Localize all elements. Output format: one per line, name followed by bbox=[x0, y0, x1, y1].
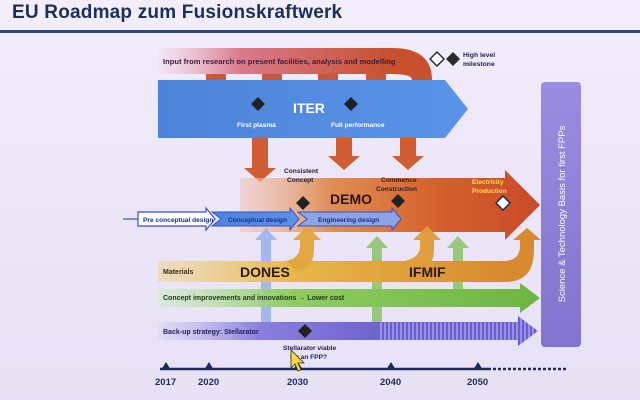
legend-line2: milestone bbox=[463, 61, 495, 68]
iter-label: ITER bbox=[293, 100, 325, 116]
demo-label: DEMO bbox=[330, 191, 372, 207]
electricity-production-milestone-icon bbox=[495, 195, 511, 211]
consistent-concept-line1: Consistent bbox=[284, 168, 319, 175]
timeline-label-2030: 2030 bbox=[287, 377, 308, 388]
tick-2050-icon bbox=[473, 362, 483, 370]
tick-2020-icon bbox=[204, 362, 214, 370]
commence-construction-milestone-icon bbox=[391, 194, 405, 208]
concept-improvements-label: Concept improvements and innovations → L… bbox=[163, 295, 345, 302]
engineering-design-label: Engineering design bbox=[318, 217, 379, 224]
concept-improvements-arrow bbox=[158, 283, 540, 313]
tick-2017-icon bbox=[161, 362, 171, 370]
iter-arrow bbox=[158, 80, 468, 138]
stellarator-note-line2: for an FPP? bbox=[290, 354, 327, 361]
timeline-label-2020: 2020 bbox=[198, 377, 219, 388]
materials-band bbox=[158, 226, 541, 282]
stellarator-band bbox=[158, 316, 538, 346]
mouse-cursor-icon bbox=[290, 349, 305, 372]
iter-to-demo-arrows bbox=[244, 138, 424, 182]
pre-conceptual-design-label: Pre conceptual design bbox=[143, 217, 213, 224]
stellarator-milestone-icon bbox=[298, 324, 312, 338]
legend-filled-diamond-icon bbox=[446, 52, 460, 66]
consistent-concept-milestone-icon bbox=[296, 196, 310, 210]
dones-label: DONES bbox=[240, 264, 290, 280]
stellarator-note-line1: Stellarator viable bbox=[283, 345, 336, 352]
legend-line1: High level bbox=[463, 52, 495, 59]
full-performance-milestone-icon bbox=[344, 97, 358, 111]
design-phase-row bbox=[123, 206, 402, 232]
ifmif-label: IFMIF bbox=[409, 264, 446, 280]
timeline-label-2050: 2050 bbox=[467, 377, 488, 388]
first-plasma-label: First plasma bbox=[237, 122, 276, 129]
full-performance-label: Full performance bbox=[331, 122, 385, 129]
backup-strategy-label: Back-up strategy: Stellarator bbox=[163, 329, 259, 336]
commence-construction-line1: Commence bbox=[381, 177, 417, 184]
conceptual-design-label: Conceptual design bbox=[228, 217, 287, 224]
title-rule bbox=[0, 30, 640, 33]
tick-2040-icon bbox=[386, 362, 396, 370]
timeline-label-2017: 2017 bbox=[155, 377, 176, 388]
timeline-label-2040: 2040 bbox=[380, 377, 401, 388]
materials-label: Materials bbox=[163, 269, 193, 276]
legend-open-diamond-icon bbox=[429, 51, 445, 67]
page-title: EU Roadmap zum Fusionskraftwerk bbox=[12, 2, 343, 23]
consistent-concept-line2: Concept bbox=[287, 177, 314, 184]
commence-construction-line2: Construction bbox=[376, 186, 417, 193]
science-technology-label: Science & Technology Basis for first FPP… bbox=[557, 125, 568, 302]
first-plasma-milestone-icon bbox=[251, 97, 265, 111]
electricity-production-line2: Production bbox=[472, 188, 507, 195]
science-technology-box bbox=[541, 82, 581, 347]
legend: High level milestone bbox=[429, 51, 495, 68]
input-research-label: Input from research on present facilitie… bbox=[163, 57, 396, 66]
electricity-production-line1: Electricity bbox=[472, 179, 504, 186]
